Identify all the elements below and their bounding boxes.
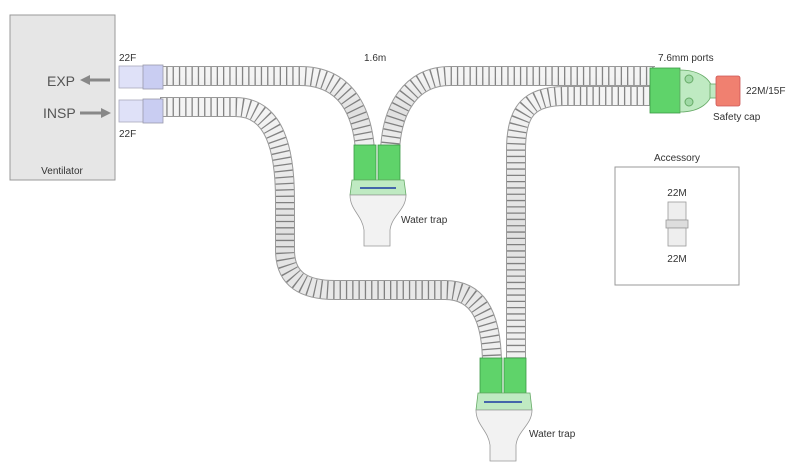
water-trap-2-label: Water trap	[529, 429, 576, 440]
insp-connector-size: 22F	[119, 129, 136, 140]
wye-size-label: 22M/15F	[746, 86, 785, 97]
tube-length-label: 1.6m	[364, 53, 386, 64]
expiratory-limb-a	[160, 66, 375, 151]
water-trap-1-label: Water trap	[401, 215, 448, 226]
accessory-bottom-size: 22M	[667, 254, 686, 265]
accessory-title: Accessory	[654, 153, 700, 164]
ports-label: 7.6mm ports	[658, 53, 714, 64]
exp-connector	[118, 64, 164, 90]
safety-cap	[715, 75, 741, 107]
insp-arrow-icon	[80, 108, 111, 118]
safety-cap-label: Safety cap	[713, 112, 761, 123]
expiratory-limb-b	[380, 66, 655, 151]
inspiratory-limb-b	[506, 86, 655, 365]
ventilator-label: Ventilator	[41, 166, 83, 177]
tubes	[160, 66, 655, 366]
insp-connector	[118, 98, 164, 124]
accessory-box	[614, 166, 740, 286]
wye-connector	[649, 67, 719, 114]
insp-label: INSP	[43, 105, 76, 121]
ventilator: Ventilator EXP INSP	[9, 14, 116, 181]
water-trap-2	[475, 357, 533, 462]
exp-connector-size: 22F	[119, 53, 136, 64]
accessory-top-size: 22M	[667, 188, 686, 199]
water-trap-1	[349, 144, 407, 247]
inspiratory-limb-a	[160, 97, 502, 366]
exp-label: EXP	[47, 73, 75, 89]
exp-arrow-icon	[80, 75, 110, 85]
